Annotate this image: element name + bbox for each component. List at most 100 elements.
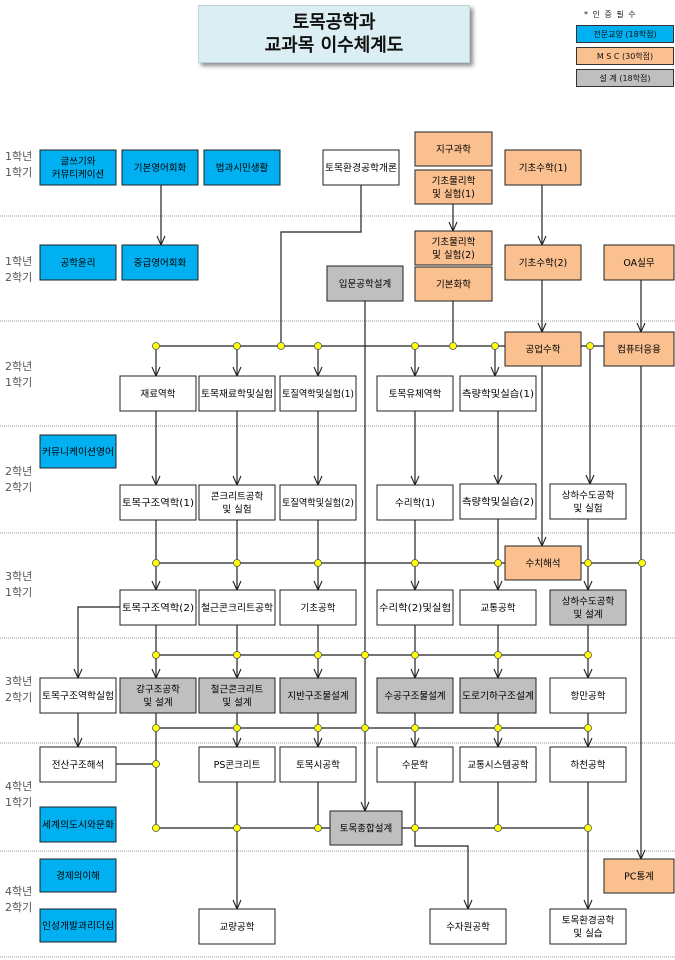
junction-dot [411,824,419,832]
course-name: 교통시스템공학 [467,759,528,771]
course-name: 상하수도공학 [562,596,615,608]
course-box[interactable]: 전산구조해석 [39,746,117,783]
course-box[interactable]: 수자원공학 [429,908,507,945]
course-box-bg [198,677,276,714]
course-box-bg [326,265,404,302]
course-box[interactable]: 교량공학 [198,908,276,945]
title-line-1: 토목공학과 [292,12,376,33]
course-box[interactable]: 수문학 [376,746,454,783]
course-box[interactable]: 수공구조물설계 [376,677,454,714]
course-name: 기초물리학 [432,237,476,248]
course-box[interactable]: 토목구조역학(1) [119,484,197,521]
course-box[interactable]: 수리학(1) [376,484,454,521]
semester-year-label: 3학년 [5,675,32,688]
course-name: 항만공학 [571,691,606,702]
junction-dot [233,342,241,350]
course-box[interactable]: 하천공학 [549,746,627,783]
course-name: 토질역학및실험(2) [282,497,354,509]
course-box[interactable]: 커뮤니케이션영어 [39,434,117,469]
semester-dividers [0,215,675,958]
junction-dot [449,342,457,350]
junction-dot [233,824,241,832]
course-box[interactable]: OA실무 [603,244,675,281]
course-name: 측량학및실습(2) [462,496,534,508]
course-box[interactable]: 토질역학및실험(2) [279,484,357,521]
course-box[interactable]: 기초수학(1) [504,149,582,186]
course-box[interactable]: 토목시공학 [279,746,357,783]
course-box[interactable]: 토목구조역학실험 [39,677,117,714]
course-box[interactable]: 토목유체역학 [376,375,454,412]
course-box-bg [198,375,276,412]
junction-dots [152,342,646,832]
course-box[interactable]: 수치해석 [504,545,582,581]
course-box[interactable]: 세계의도시와문화 [39,806,117,843]
course-box[interactable]: 교통공학 [459,589,537,626]
junction-dot [411,724,419,732]
course-box-bg [198,589,276,626]
course-box[interactable]: 토목재료학및실험 [198,375,276,412]
course-box[interactable]: PS콘크리트 [198,746,276,783]
course-box[interactable]: 재료역학 [119,375,197,412]
course-name: 컴퓨터응용 [617,344,661,356]
course-box[interactable]: 항만공학 [549,677,627,714]
course-box[interactable]: 교통시스템공학 [459,746,537,783]
course-box-bg [279,746,357,783]
title-line-2: 교과목 이수체계도 [264,35,404,56]
junction-dot [152,760,160,768]
course-box[interactable]: 입문공학설계 [326,265,404,302]
course-box[interactable]: 측량학및실습(1) [459,375,537,412]
course-box[interactable]: 인성개발과리더십 [39,908,117,943]
course-box[interactable]: 경제의이해 [39,858,117,893]
course-name: 기본영어회화 [134,163,187,174]
course-name: 기초공학 [301,603,336,614]
course-box-bg [459,375,537,412]
course-box[interactable]: 기초수학(2) [504,244,582,281]
course-box[interactable]: 컴퓨터응용 [603,331,675,367]
junction-dot [494,651,502,659]
course-box[interactable]: 중급영어회화 [121,244,199,281]
course-box[interactable]: 기본영어회화 [121,149,199,186]
course-box[interactable]: 기초공학 [279,589,357,626]
course-name: 철근콘크리트 [211,685,264,696]
junction-dot [494,724,502,732]
course-box[interactable]: 측량학및실습(2) [459,483,537,520]
junction-dot [361,651,369,659]
course-box[interactable]: 토목구조역학(2) [119,589,197,626]
course-box[interactable]: 토질역학및실험(1) [279,375,357,412]
course-box-bg [459,746,537,783]
course-box[interactable]: 토목종합설계 [329,810,403,846]
course-box[interactable]: 공업수학 [504,331,582,367]
course-name: 하천공학 [571,759,606,771]
course-box[interactable]: 법과시민생활 [203,149,281,186]
course-box[interactable]: PC통계 [603,858,675,894]
semester-term-label: 1학기 [5,166,32,179]
course-box[interactable]: 수리학(2)및실험 [376,589,454,626]
course-box-bg [376,375,454,412]
course-name: 및 실험 [222,504,251,516]
course-box-bg [504,244,582,281]
course-name: 공학윤리 [61,258,96,269]
course-box-bg [279,375,357,412]
course-box[interactable]: 지구과학 [414,131,493,167]
junction-dot [152,824,160,832]
course-box[interactable]: 지반구조물설계 [279,677,357,714]
course-box[interactable]: 기본화학 [414,266,493,302]
course-box[interactable]: 철근콘크리트공학 [198,589,276,626]
course-box-bg [121,244,199,281]
course-box[interactable]: 도로기하구조설계 [459,677,537,714]
course-name: 및 실습 [573,928,602,940]
junction-dot [584,824,592,832]
course-box-bg [459,677,537,714]
course-name: 토목구조역학(1) [122,498,194,509]
course-box[interactable]: 토목환경공학개론 [322,149,400,186]
course-box[interactable]: 공학윤리 [39,244,117,281]
